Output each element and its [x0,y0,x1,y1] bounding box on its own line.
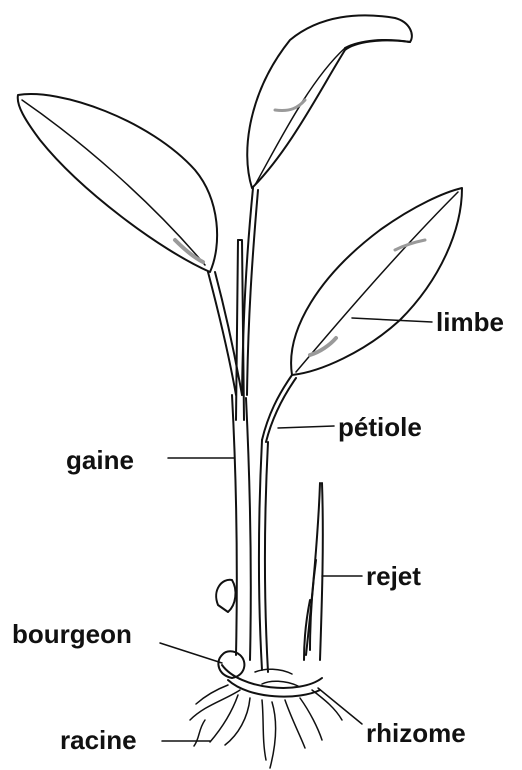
label-gaine: gaine [66,447,134,473]
label-racine: racine [60,727,137,753]
leader-lines [160,318,432,741]
roots [190,685,342,768]
label-bourgeon: bourgeon [12,621,132,647]
right-leaf [291,188,462,375]
sucker [304,483,323,660]
label-petiole: pétiole [338,414,422,440]
label-rejet: rejet [366,563,421,589]
left-leaf [18,94,217,272]
label-limbe: limbe [436,309,504,335]
label-rhizome: rhizome [366,720,466,746]
petioles [208,188,296,442]
top-leaf [247,15,412,188]
